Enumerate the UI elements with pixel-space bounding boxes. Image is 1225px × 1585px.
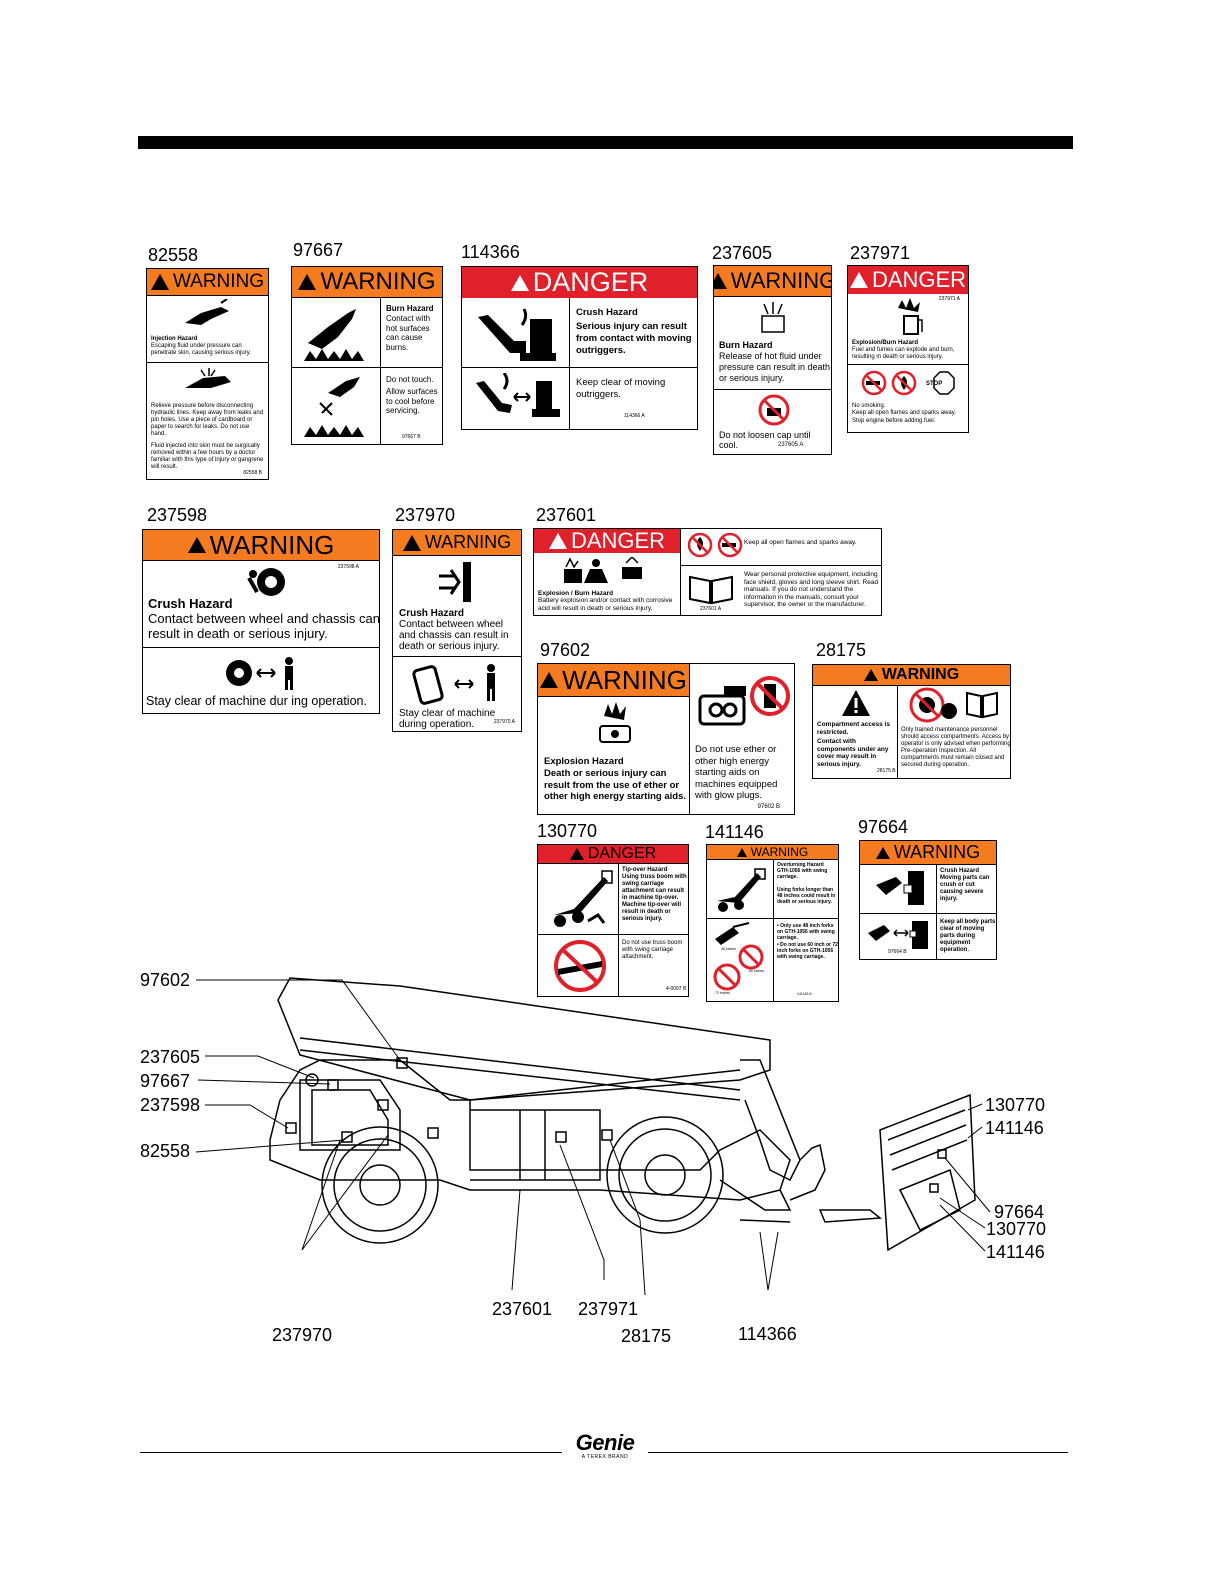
wheel-crush-icon [247,568,285,596]
no-truss-boom-icon [554,940,606,992]
signal-header: WARNING [393,530,521,555]
alert-triangle-icon [150,274,169,290]
part-number-28175: 28175 [816,640,867,660]
alert-triangle-icon [569,848,584,860]
no-flame-no-smoking-icons [687,532,743,558]
signal-header: DANGER [462,267,697,298]
keep-clear-outrigger-icon [476,373,560,417]
signal-header: WARNING [813,665,1010,685]
no-smoking-no-flame-stop-icons [861,370,955,396]
alert-triangle-icon [875,846,890,859]
part-number-114366: 114366 [461,242,520,262]
part-number-97664: 97664 [858,817,909,837]
no-access-manual-icons [909,687,998,723]
injection-hand-icon [185,299,229,325]
decal-97667: WARNING Burn Hazard Contact with hot sur… [291,266,443,445]
callout-130770-bottom: 130770 [986,1219,1047,1239]
decal-28175: WARNING Compartment access is restricted… [812,664,1011,779]
alert-triangle-icon [863,669,878,681]
alert-triangle-icon [714,273,727,289]
callout-97664: 97664 [994,1202,1045,1222]
callout-97667: 97667 [140,1071,191,1091]
part-number-237601: 237601 [536,505,597,525]
callout-237971: 237971 [578,1299,639,1319]
signal-header: DANGER [538,845,688,863]
decal-237598: WARNING 237598 A Crush Hazard Contact be… [142,529,380,714]
callout-237598: 237598 [140,1095,201,1115]
decal-237971: DANGER 237971 A Explosion/Burn Hazard Fu… [847,265,969,433]
part-number-237970: 237970 [395,505,456,525]
callout-141146-top: 141146 [985,1118,1044,1138]
hot-fluid-spray-icon [761,302,785,333]
callout-141146-bottom: 141146 [986,1242,1045,1262]
part-number-237605: 237605 [712,243,773,263]
part-number-237598: 237598 [147,505,208,525]
decal-97664: WARNING Crush Hazard Moving parts can cr… [859,840,997,960]
no-open-cap-icon [758,394,790,426]
keep-clear-parts-icon [868,921,928,949]
stay-clear-wheel-icon [226,657,293,690]
callout-237970: 237970 [272,1325,333,1345]
leak-search-icon [185,368,231,388]
part-number-141146: 141146 [705,822,764,842]
footer-rule-left [140,1452,562,1453]
header-rule [138,136,1073,149]
outrigger-crush-icon [478,308,556,361]
no-ether-spray-icon [698,676,790,726]
battery-explosion-icon [564,557,642,583]
part-number-237971: 237971 [850,243,911,263]
crush-parts-icon [876,871,924,905]
engine-explosion-icon [599,702,631,743]
signal-header: WARNING [714,266,831,296]
signal-header: WARNING [538,664,689,696]
alert-triangle-icon [187,537,206,553]
signal-header: WARNING [147,269,268,295]
hot-surface-icon [304,377,364,437]
alert-triangle-icon [548,533,567,549]
alert-triangle-icon [402,534,421,551]
callout-28175: 28175 [621,1326,672,1346]
decal-237970: WARNING Crush Hazard Contact between whe… [392,529,522,732]
signal-header: WARNING [143,530,379,560]
signal-header: WARNING [707,845,838,859]
decal-130770: DANGER Tip-over Hazard Using truss boom … [537,844,689,997]
callout-130770-top: 130770 [985,1095,1046,1115]
burn-hand-icon [304,309,364,361]
part-number-97667: 97667 [293,240,344,260]
caution-triangle-icon [842,690,870,716]
callout-97602: 97602 [140,970,191,990]
callout-237605: 237605 [140,1047,201,1067]
part-number-97602: 97602 [540,640,591,660]
signal-header: WARNING [292,267,442,297]
decal-237601: DANGER Explosion / Burn Hazard Battery e… [533,528,882,616]
alert-triangle-icon [849,272,868,288]
read-manual-icon [689,575,733,605]
signal-header: WARNING [860,841,996,864]
alert-triangle-icon [298,274,317,290]
decal-237605: WARNING Burn Hazard Release of hot fluid… [713,265,832,455]
stay-clear-tire-icon [412,664,495,705]
fuel-explosion-icon [898,298,923,335]
genie-logo: Genie A TEREX BRAND [575,1430,635,1461]
decal-82558: WARNING Injection Hazard Escaping fluid … [146,268,269,480]
tip-over-icon [554,870,613,927]
decal-97602: WARNING Explosion Hazard Death or seriou… [537,663,795,815]
signal-header: DANGER [848,266,968,294]
fork-length-icons [713,922,764,991]
part-number-82558: 82558 [148,245,199,265]
callout-237601: 237601 [492,1299,553,1319]
callout-114366: 114366 [738,1324,797,1344]
overturning-icon [717,868,766,912]
decal-114366: DANGER Crush Hazard Serious injury can r… [461,266,698,430]
part-number-130770: 130770 [537,821,598,841]
footer-rule-right [648,1452,1068,1453]
chassis-crush-icon [439,562,471,602]
decal-141146: WARNING Overturning Hazard GTH-1056 with… [706,844,839,1002]
alert-triangle-icon [736,847,747,857]
alert-triangle-icon [540,672,559,688]
telehandler-illustration [195,977,991,1296]
callout-82558: 82558 [140,1141,191,1161]
signal-header: DANGER [534,529,680,553]
alert-triangle-icon [510,274,529,291]
